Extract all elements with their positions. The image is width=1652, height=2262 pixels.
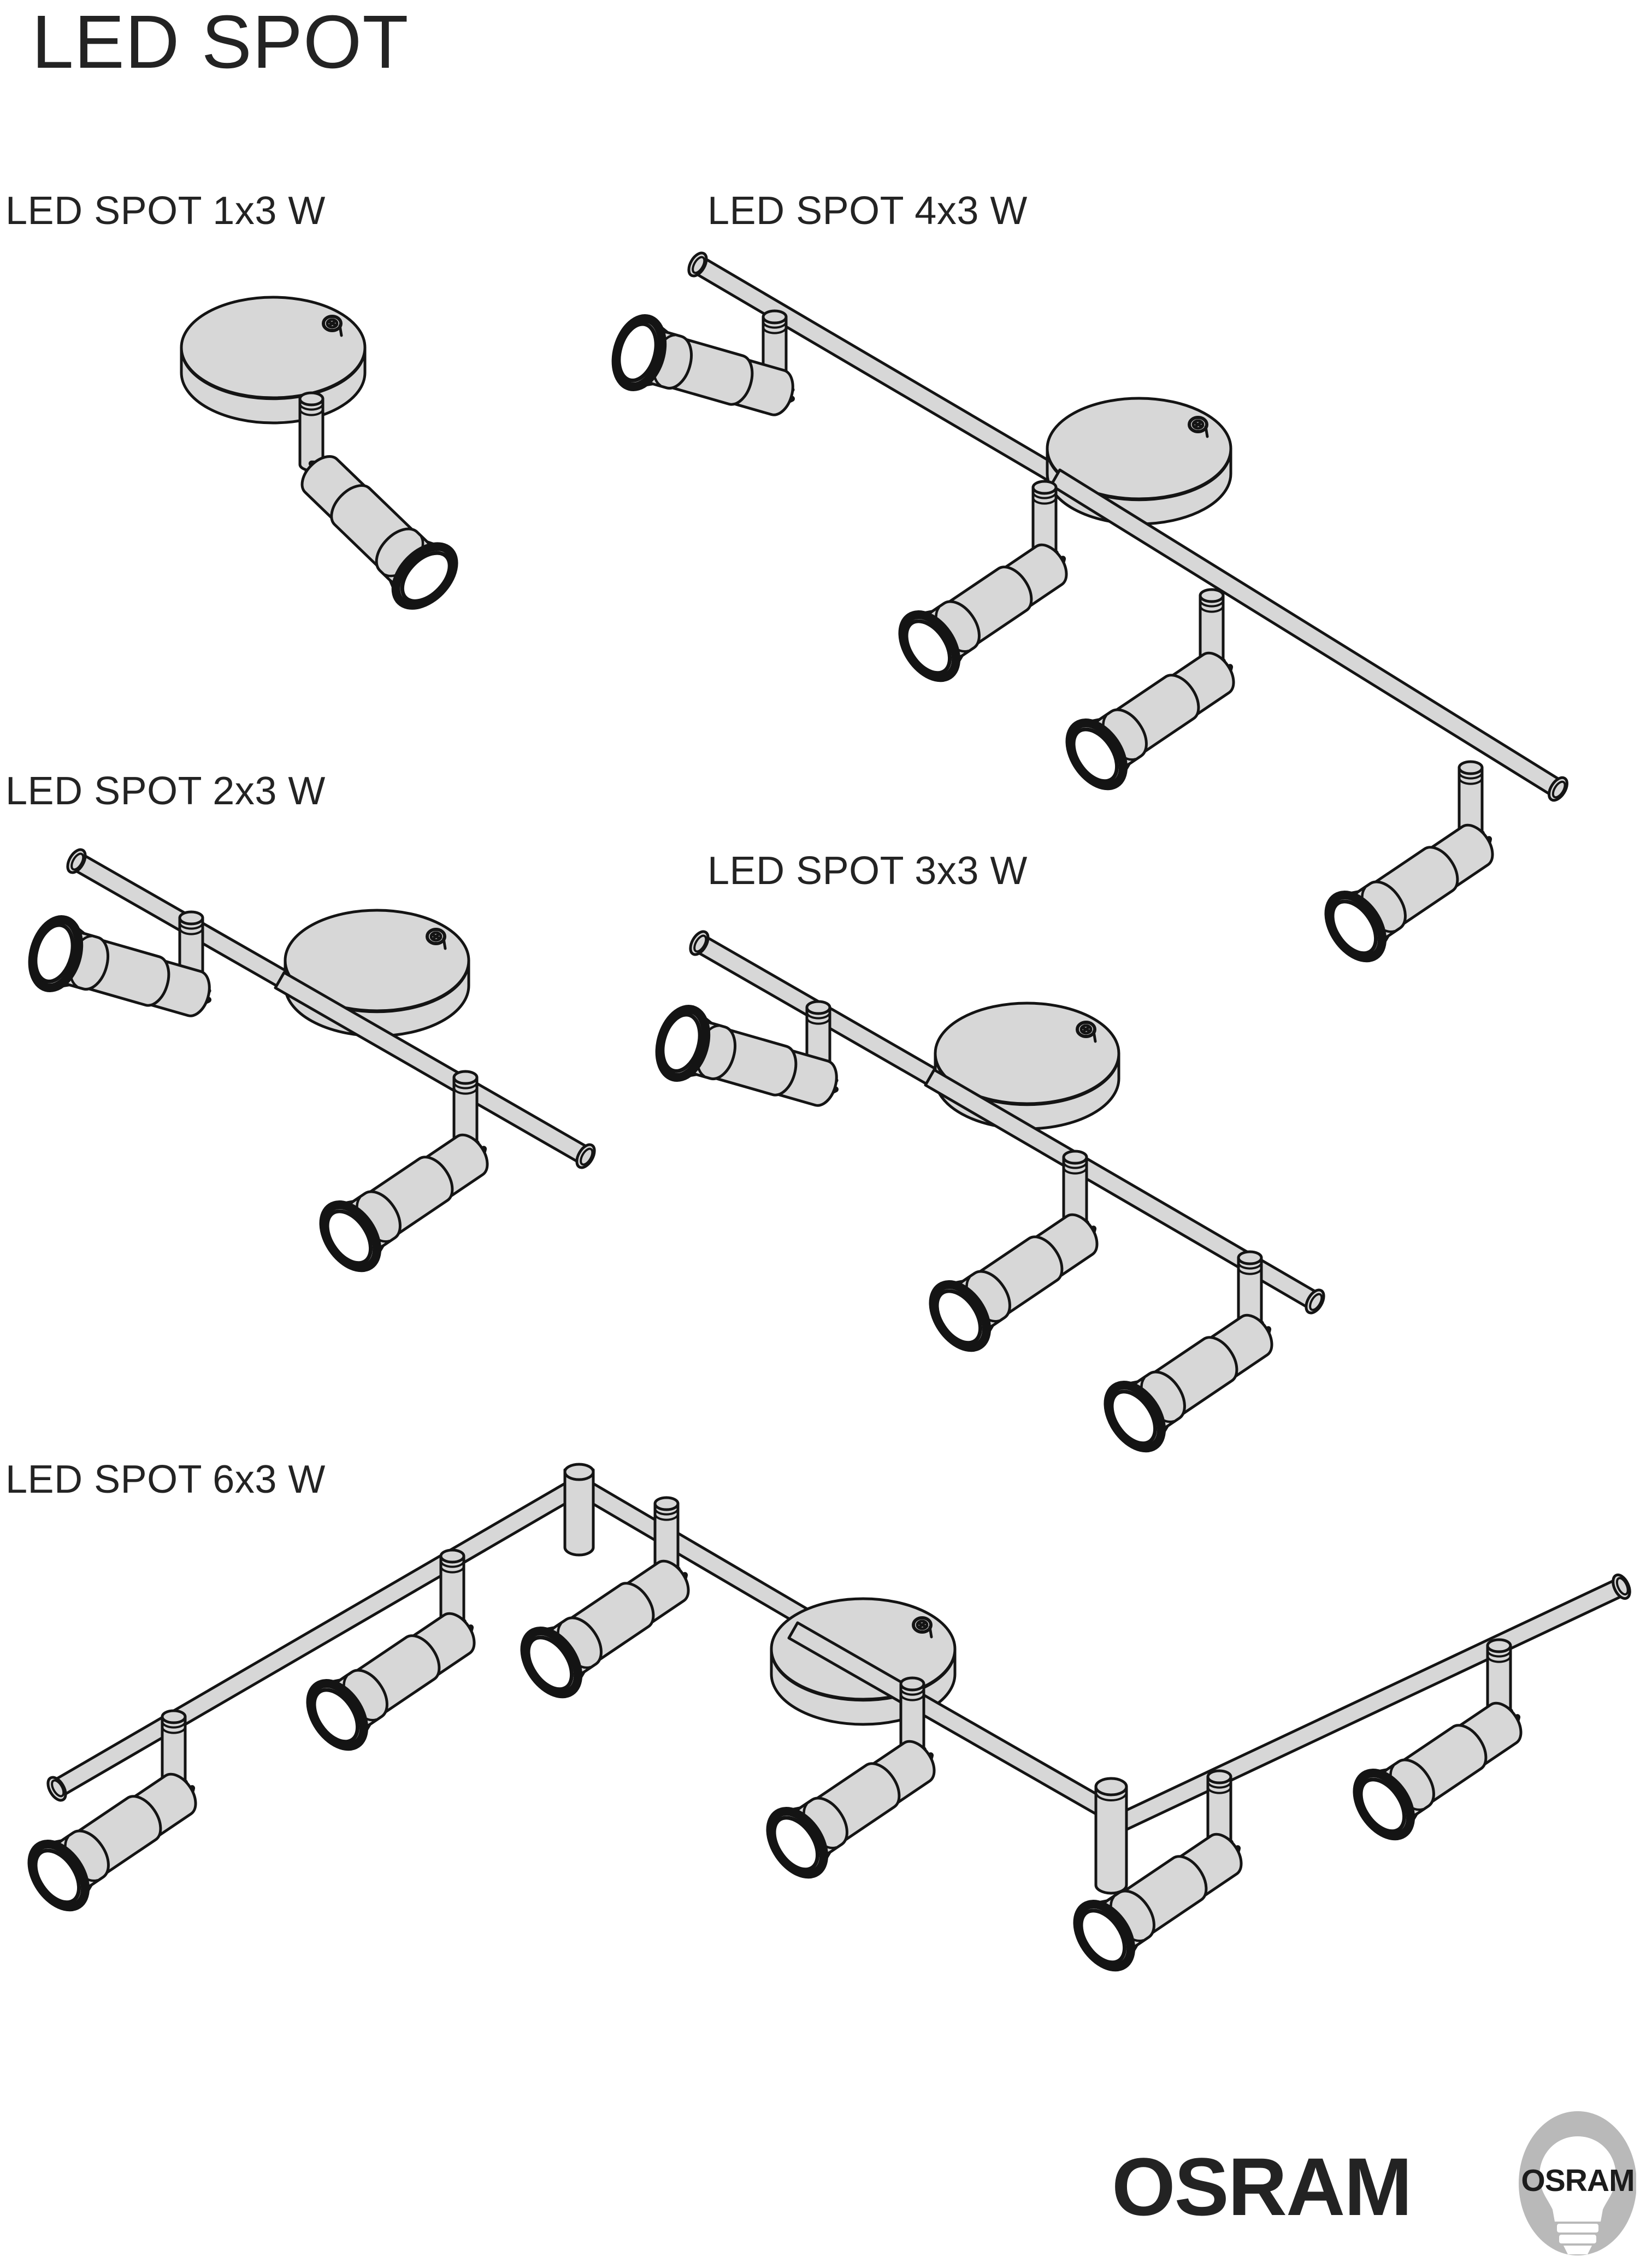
variant-label-6x3w: LED SPOT 6x3 W: [5, 1458, 326, 1501]
page-title: LED SPOT: [32, 0, 409, 84]
junction-post-6x3w: [1094, 1777, 1128, 1895]
spot-assembly-4x3w-2: [891, 481, 1082, 688]
track-bar-4x3w-front: [1049, 468, 1571, 803]
figure-2x3w: [55, 841, 634, 1366]
ceiling-base-2x3w: [285, 910, 469, 1036]
variant-label-2x3w: LED SPOT 2x3 W: [5, 769, 326, 813]
ceiling-base-1x3w: [181, 297, 365, 423]
track-bar-3x3w-front: [924, 1068, 1328, 1316]
figure-6x3w: [33, 1463, 1650, 2246]
figure-3x3w: [677, 923, 1442, 1524]
spot-assembly-6x3w-1: [20, 1711, 211, 1918]
spot-assembly-2x3w-1: [25, 912, 219, 1032]
spot-assembly-3x3w-1: [652, 1002, 846, 1122]
bulb-base-tip: [1564, 2246, 1592, 2254]
track-bar-2x3w-front: [274, 971, 598, 1170]
spot-assembly-3x3w-2: [922, 1151, 1112, 1358]
spot-assembly-3x3w-3: [1096, 1252, 1287, 1459]
figure-4x3w: [677, 235, 1652, 989]
spot-head-1x3w: [285, 439, 466, 617]
variant-label-1x3w: LED SPOT 1x3 W: [5, 189, 326, 233]
ceiling-base-3x3w: [935, 1003, 1119, 1129]
variant-label-3x3w: LED SPOT 3x3 W: [707, 849, 1028, 893]
spot-assembly-2x3w-2: [312, 1071, 503, 1279]
spot-assembly-4x3w-1: [608, 311, 803, 431]
bulb-base-ring: [1559, 2235, 1596, 2243]
figure-1x3w: [126, 273, 508, 699]
bulb-glass: [1539, 2136, 1616, 2222]
ceiling-base-4x3w: [1047, 398, 1231, 524]
osram-bulb-emblem: OSRAM: [1519, 2111, 1637, 2255]
variant-label-4x3w: LED SPOT 4x3 W: [707, 189, 1028, 233]
osram-emblem-text: OSRAM: [1521, 2163, 1634, 2198]
bulb-base-ring: [1557, 2224, 1598, 2232]
osram-logo: OSRAM OSRAM: [1112, 2108, 1637, 2261]
osram-wordmark: OSRAM: [1112, 2141, 1411, 2232]
corner-post-6x3w: [563, 1463, 595, 1557]
spot-assembly-6x3w-3: [513, 1498, 704, 1705]
spot-assembly-4x3w-3: [1058, 590, 1249, 797]
track-bar-6x3w-left: [44, 1474, 589, 1803]
